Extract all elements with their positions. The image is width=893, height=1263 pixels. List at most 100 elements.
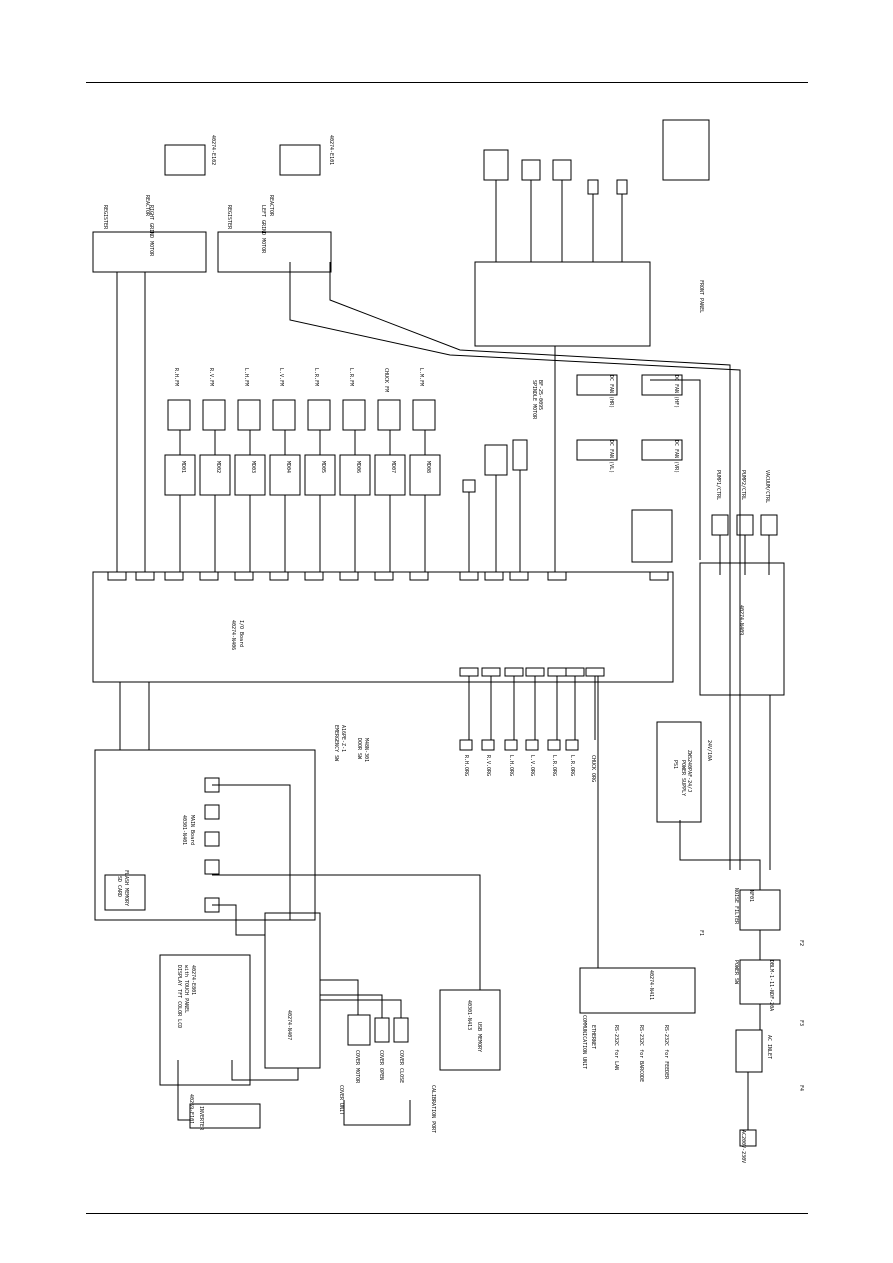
noise-filter-box — [739, 889, 781, 931]
inverter-box — [189, 1103, 261, 1129]
svg-text:BF-25-0095: BF-25-0095 — [537, 380, 543, 410]
svg-text:L.V.ORG: L.V.ORG — [529, 755, 535, 776]
svg-text:R.V.ORG: R.V.ORG — [485, 755, 491, 776]
relay-box — [631, 509, 673, 563]
svg-text:MD07: MD07 — [390, 461, 396, 473]
svg-text:REGISTER: REGISTER — [226, 205, 232, 230]
svg-text:EMERGENCY SW: EMERGENCY SW — [333, 725, 339, 762]
svg-text:R.H.FM: R.H.FM — [173, 368, 179, 386]
svg-text:DISPLAY TFT COLOR LCD: DISPLAY TFT COLOR LCD — [176, 965, 182, 1028]
svg-text:F3: F3 — [798, 1020, 804, 1026]
svg-text:PS1: PS1 — [672, 760, 678, 769]
main-board-box — [94, 749, 316, 921]
svg-text:40274-E102: 40274-E102 — [210, 135, 216, 165]
svg-text:40274-N411: 40274-N411 — [648, 970, 654, 1000]
svg-text:SPINDLE MOTOR: SPINDLE MOTOR — [531, 380, 537, 420]
legend-table — [662, 119, 710, 181]
svg-text:L.H.FM: L.H.FM — [243, 368, 249, 386]
svg-text:L.V.FM: L.V.FM — [278, 368, 284, 386]
panel-board-box — [264, 912, 321, 1069]
main-board-part: 40301-N401 — [181, 815, 187, 845]
svg-text:F4: F4 — [798, 1085, 804, 1091]
io-board-part: 40274-N406 — [230, 620, 236, 650]
svg-text:M48N-301: M48N-301 — [363, 738, 369, 762]
svg-text:DC FAN (VR): DC FAN (VR) — [673, 440, 679, 473]
psu-box — [656, 721, 702, 823]
svg-text:24V/10A: 24V/10A — [706, 740, 712, 761]
svg-text:MD04: MD04 — [285, 461, 291, 473]
svg-text:MD05: MD05 — [320, 461, 326, 473]
ac-board-part: 40274-N409 — [738, 605, 744, 635]
svg-text:REGISTER: REGISTER — [102, 205, 108, 230]
svg-text:SD CARD: SD CARD — [116, 876, 122, 897]
svg-text:DC FAN (VL): DC FAN (VL) — [608, 440, 614, 473]
sensor-ports — [459, 667, 605, 751]
svg-text:AC200V-230V: AC200V-230V — [740, 1130, 746, 1163]
svg-text:MD02: MD02 — [215, 461, 221, 473]
svg-text:INVERTER: INVERTER — [198, 1106, 204, 1131]
svg-text:RS-232C for FEEDER: RS-232C for FEEDER — [663, 1025, 669, 1080]
header-rule — [86, 82, 808, 83]
svg-text:COVER MOTOR: COVER MOTOR — [354, 1050, 360, 1084]
svg-text:F2: F2 — [798, 940, 804, 946]
right-motor-label: RIGHT GRIND MOTOR — [148, 205, 154, 257]
wire-c441 — [329, 262, 731, 870]
svg-text:DC FAN (HR): DC FAN (HR) — [608, 375, 614, 408]
svg-text:R.V.FM: R.V.FM — [208, 368, 214, 386]
svg-text:FRONT PANEL: FRONT PANEL — [698, 280, 704, 313]
driver-boxes — [164, 454, 441, 496]
svg-text:COVER OPEN: COVER OPEN — [378, 1050, 384, 1080]
svg-text:F1: F1 — [698, 930, 704, 936]
svg-text:MD03: MD03 — [250, 461, 256, 473]
svg-text:COMMUNICATION UNIT: COMMUNICATION UNIT — [581, 1015, 587, 1069]
svg-text:40274-E101: 40274-E101 — [328, 135, 334, 165]
svg-text:NOISE FILTER: NOISE FILTER — [733, 888, 739, 925]
svg-text:L.R.ORG: L.R.ORG — [551, 755, 557, 776]
svg-text:MD01: MD01 — [180, 461, 186, 473]
svg-text:L.M.FM: L.M.FM — [418, 368, 424, 386]
svg-text:CALIBRATION PORT: CALIBRATION PORT — [430, 1085, 436, 1133]
svg-text:CHUCK ORG: CHUCK ORG — [590, 755, 596, 782]
svg-text:REACTOR: REACTOR — [268, 195, 274, 217]
svg-text:NF01: NF01 — [748, 890, 754, 902]
fan-icons — [167, 399, 436, 431]
svg-text:MD06: MD06 — [355, 461, 361, 473]
svg-text:POWER SUPPLY: POWER SUPPLY — [680, 760, 686, 796]
driver-wires — [179, 430, 426, 572]
svg-text:COVER CLOSE: COVER CLOSE — [398, 1050, 404, 1083]
svg-text:POWER SW: POWER SW — [733, 960, 739, 985]
svg-text:FLASH MEMORY: FLASH MEMORY — [123, 870, 129, 906]
ac-board-box — [699, 562, 785, 696]
io-board-name: I/O Board — [238, 620, 244, 647]
svg-text:MD08: MD08 — [425, 461, 431, 473]
right-motor-driver — [92, 231, 207, 273]
svg-text:PUMP2/CTRL: PUMP2/CTRL — [740, 470, 746, 500]
svg-text:R.H.ORG: R.H.ORG — [463, 755, 469, 776]
svg-text:CHUCK FM: CHUCK FM — [383, 368, 389, 392]
svg-text:USB MEMORY: USB MEMORY — [476, 1022, 482, 1052]
svg-text:VACUUM/CTRL: VACUUM/CTRL — [764, 470, 770, 503]
usb-box — [439, 989, 501, 1071]
svg-text:L.R.FM: L.R.FM — [313, 368, 319, 386]
svg-text:40301-N413: 40301-N413 — [466, 1000, 472, 1030]
left-motor-label: LEFT GRIND MOTOR — [260, 205, 266, 254]
ac-inlet-box — [735, 1029, 763, 1073]
footer-rule — [86, 1213, 808, 1214]
svg-text:40274-E801: 40274-E801 — [190, 965, 196, 995]
svg-text:AC INLET: AC INLET — [766, 1035, 772, 1059]
svg-text:DOOR SW: DOOR SW — [356, 738, 362, 760]
io-board-box — [92, 571, 674, 683]
svg-text:RS-232C for LAN: RS-232C for LAN — [613, 1025, 619, 1070]
svg-text:with TOUCH PANEL: with TOUCH PANEL — [183, 965, 189, 1013]
display-box — [159, 954, 251, 1086]
fan-board-box — [474, 261, 651, 347]
svg-text:COVER UNIT: COVER UNIT — [338, 1085, 344, 1115]
svg-text:L.R.FM: L.R.FM — [348, 368, 354, 386]
svg-text:DC FAN (HF): DC FAN (HF) — [673, 375, 679, 408]
svg-text:ETHERNET: ETHERNET — [590, 1025, 596, 1049]
labels: RIGHT GRIND MOTOR LEFT GRIND MOTOR 40274… — [102, 135, 804, 1163]
svg-text:DBLM-1-11-NDF-20A: DBLM-1-11-NDF-20A — [768, 960, 774, 1011]
panel-board-part: 40274-N407 — [286, 1010, 292, 1040]
svg-text:ZWS240PAF-24/J: ZWS240PAF-24/J — [686, 750, 692, 792]
